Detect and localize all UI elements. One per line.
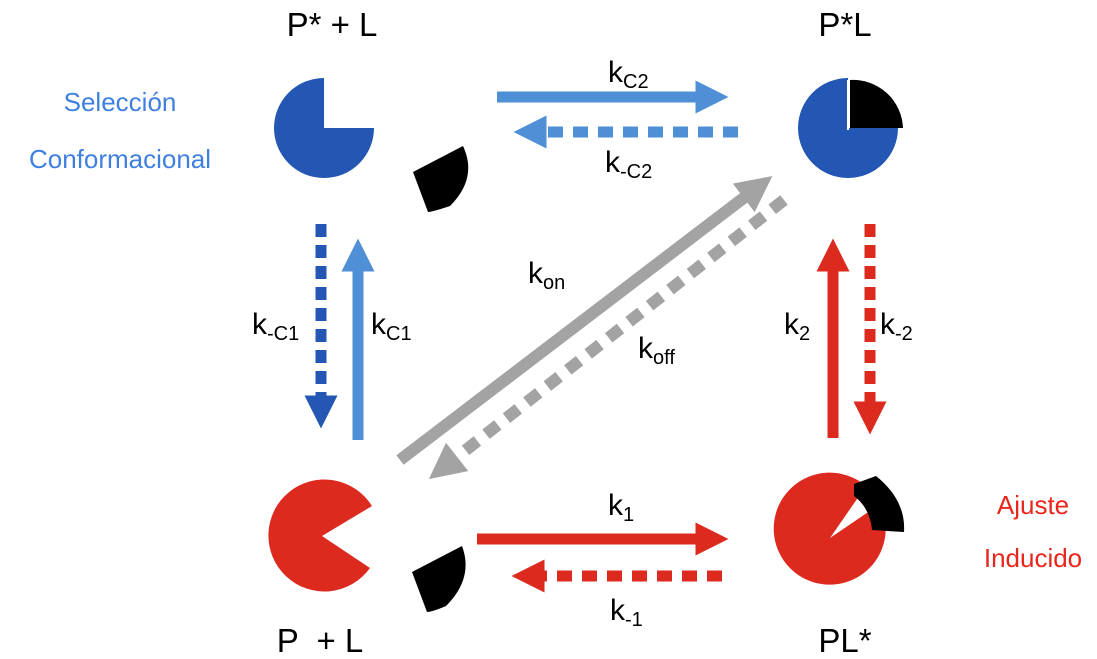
rate-k1-main: k xyxy=(608,489,624,522)
rate-k-c2-sub: -C2 xyxy=(620,161,652,183)
state-label-bottom-right: PL* xyxy=(818,622,871,659)
pie-with-ligand-icon-red xyxy=(773,472,886,585)
rate-kc2-sub: C2 xyxy=(623,71,649,93)
rate-label-kon: kon xyxy=(528,257,565,294)
rate-kon-main: k xyxy=(528,257,544,290)
rate-label-kc1: kC1 xyxy=(371,308,412,345)
rate-label-k-1: k-1 xyxy=(610,594,643,631)
ligand-wedge-icon-bottom xyxy=(412,546,466,612)
pie-cutout-icon xyxy=(274,78,374,178)
rate-k-2-main: k xyxy=(880,308,896,341)
side-label-induced-fit-line1: Ajuste xyxy=(997,490,1069,520)
rate-kon-sub: on xyxy=(543,272,565,294)
rate-k2-sub: 2 xyxy=(799,323,810,345)
bound-ligand-wedge-icon xyxy=(850,79,903,128)
side-label-induced-fit-line2: Inducido xyxy=(984,543,1082,573)
rate-k1-sub: 1 xyxy=(623,504,634,526)
rate-koff-sub: off xyxy=(653,347,675,369)
rate-label-k-c2: k-C2 xyxy=(605,146,652,183)
rate-k-2-sub: -2 xyxy=(895,323,913,345)
rate-k-c1-sub: -C1 xyxy=(267,323,299,345)
pacman-icon xyxy=(268,479,372,592)
state-label-bottom-left: P + L xyxy=(277,622,364,659)
rate-k2-main: k xyxy=(784,308,800,341)
side-label-conformational-selection-line1: Selección xyxy=(64,87,177,117)
rate-kc2-main: k xyxy=(608,56,624,89)
side-label-conformational-selection-line2: Conformacional xyxy=(29,144,211,174)
rate-label-k-2: k-2 xyxy=(880,308,913,345)
rate-label-k-c1: k-C1 xyxy=(252,308,299,345)
rate-k-c1-main: k xyxy=(252,308,268,341)
rate-label-koff: koff xyxy=(638,332,675,369)
rate-kc1-main: k xyxy=(371,308,387,341)
state-label-top-right: P*L xyxy=(818,6,871,43)
bound-ligand-wedge-icon-red xyxy=(854,476,905,532)
arrow-kon-diagonal xyxy=(396,176,773,465)
arrow-koff-diagonal xyxy=(428,195,788,480)
rate-koff-main: k xyxy=(638,332,654,365)
rate-label-kc2: kC2 xyxy=(608,56,649,93)
rate-label-k1: k1 xyxy=(608,489,634,526)
state-label-top-left: P* + L xyxy=(287,6,378,43)
ligand-wedge-icon xyxy=(413,146,469,212)
rate-label-k2: k2 xyxy=(784,308,810,345)
rate-k-c2-main: k xyxy=(605,146,621,179)
rate-kc1-sub: C1 xyxy=(386,323,412,345)
rate-k-1-sub: -1 xyxy=(625,609,643,631)
rate-k-1-main: k xyxy=(610,594,626,627)
